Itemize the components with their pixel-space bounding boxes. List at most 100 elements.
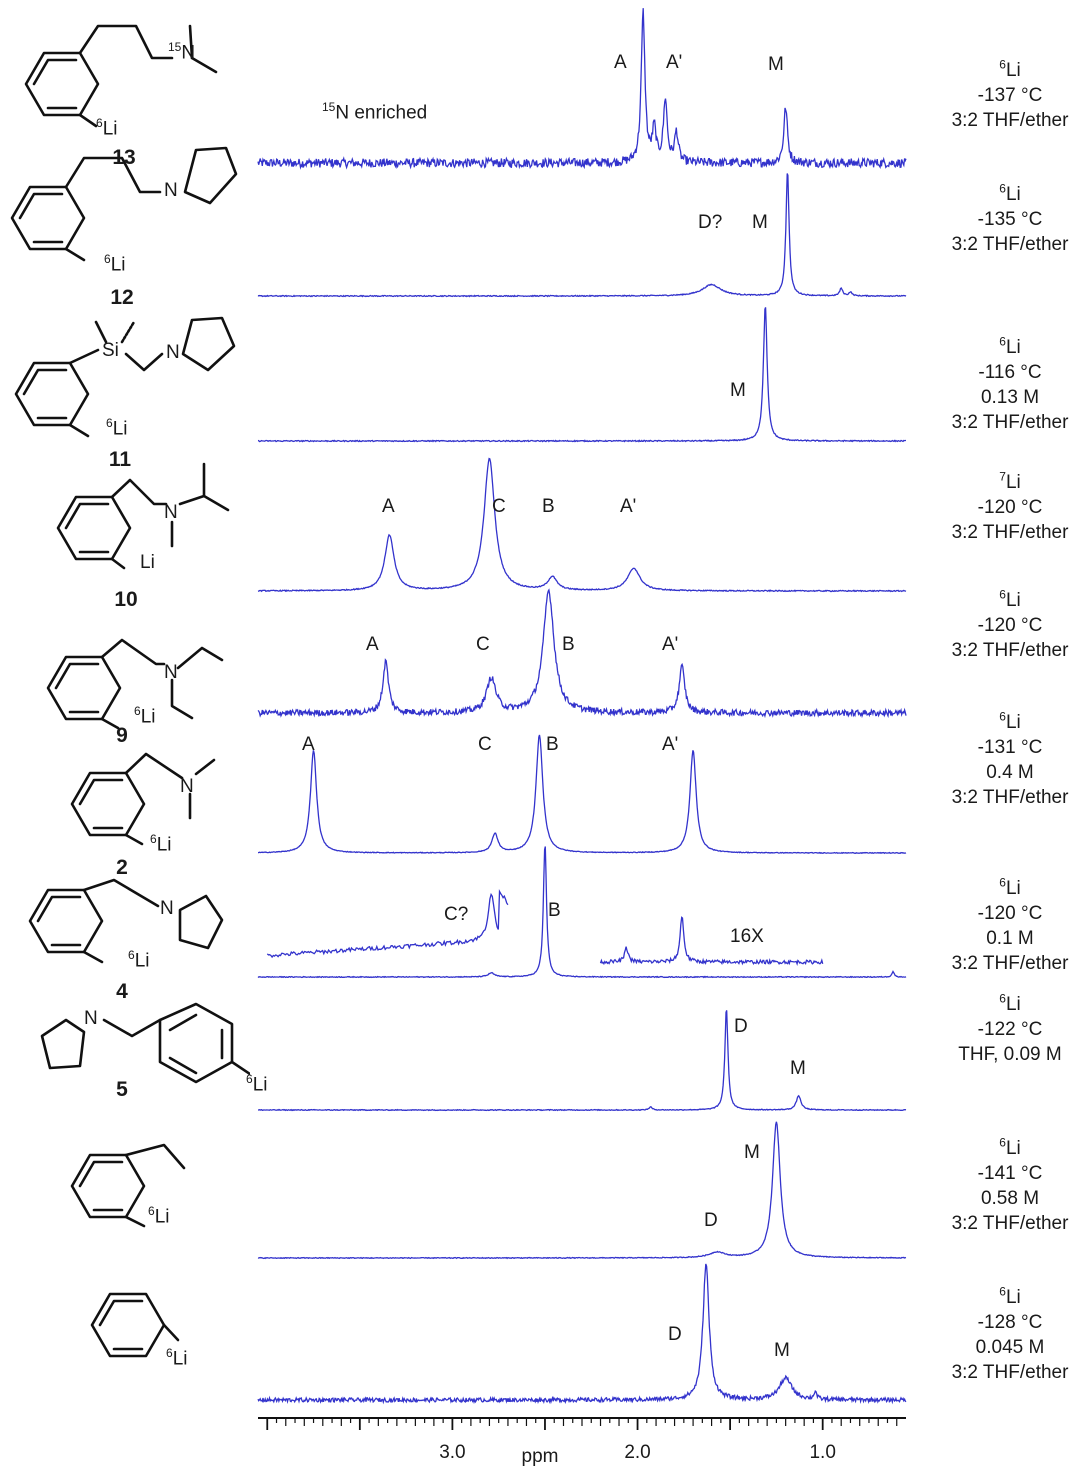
- inset-peak-label: C?: [444, 904, 468, 925]
- n15-enriched-annotation: 15N enriched: [322, 100, 428, 124]
- condition-line: 3:2 THF/ether: [951, 234, 1069, 255]
- peak-label: C: [478, 734, 492, 755]
- li-label-13: 6Li: [96, 116, 118, 140]
- condition-line: 0.4 M: [986, 762, 1034, 783]
- li-label-9: 6Li: [134, 704, 156, 728]
- peak-label: D?: [698, 212, 722, 233]
- condition-line: -120 °C: [977, 615, 1043, 636]
- spectrum-trace-4: [257, 846, 907, 979]
- condition-line: -128 °C: [977, 1312, 1043, 1333]
- isotope-label: 6Li: [999, 587, 1021, 611]
- spectrum-trace-5: [258, 1010, 907, 1112]
- structure-11: [14, 316, 236, 438]
- condition-line: 0.58 M: [980, 1188, 1040, 1209]
- x-axis-label: ppm: [522, 1446, 559, 1466]
- condition-line: -131 °C: [977, 737, 1043, 758]
- peak-label: M: [744, 1142, 760, 1163]
- condition-line: 3:2 THF/ether: [951, 1213, 1069, 1234]
- conditions-block: 7Li -120 °C 3:2 THF/ether: [935, 470, 1080, 545]
- peak-label: M: [730, 380, 746, 401]
- spectrum-trace-row8: [257, 1121, 907, 1260]
- inset-trace-left: [266, 888, 509, 959]
- ppm-axis: 3.0 2.0 1.0 ppm: [258, 1417, 906, 1466]
- li-label-ethyl: 6Li: [148, 1204, 170, 1228]
- peak-label: C: [476, 634, 490, 655]
- silicon-label-11: Si: [102, 340, 119, 361]
- peak-label: D: [704, 1210, 718, 1231]
- isotope-label: 6Li: [999, 181, 1021, 205]
- spectrum-trace-9: [257, 588, 907, 719]
- compound-5-label: 5: [116, 1078, 128, 1101]
- peak-label: B: [542, 496, 555, 517]
- peak-label: B: [546, 734, 559, 755]
- li-label-4: 6Li: [128, 948, 150, 972]
- li-label-2: 6Li: [150, 832, 172, 856]
- structure-12: [10, 146, 238, 262]
- isotope-label: 6Li: [999, 991, 1021, 1015]
- condition-line: -116 °C: [978, 362, 1042, 383]
- peak-label: M: [790, 1058, 806, 1079]
- nitrogen-15-label: 15N: [168, 40, 196, 64]
- spectrum-trace-row9: [257, 1263, 907, 1405]
- isotope-label: 6Li: [999, 334, 1021, 358]
- peak-label: A: [366, 634, 379, 655]
- x-tick-label: 2.0: [624, 1442, 650, 1463]
- structure-13: [24, 24, 218, 128]
- structure-9: [46, 638, 224, 730]
- condition-line: -120 °C: [977, 497, 1043, 518]
- nitrogen-label-11: N: [166, 342, 180, 363]
- peak-label: D: [668, 1324, 682, 1345]
- inset-trace-right: [599, 916, 824, 967]
- nitrogen-label-2: N: [180, 776, 194, 797]
- compound-2-label: 2: [116, 856, 128, 879]
- li-label-11: 6Li: [106, 416, 128, 440]
- li-label-5: 6Li: [246, 1072, 268, 1096]
- compound-9-label: 9: [116, 724, 128, 747]
- peak-label: A: [382, 496, 395, 517]
- peak-label: C: [492, 496, 506, 517]
- peak-label: A': [620, 496, 636, 517]
- x-tick-label: 3.0: [439, 1442, 465, 1463]
- compound-10-label: 10: [114, 588, 138, 611]
- nitrogen-label-5: N: [84, 1008, 98, 1029]
- compound-13-label: 13: [112, 146, 136, 169]
- peak-label: M: [774, 1340, 790, 1361]
- structure-5: [40, 1002, 250, 1084]
- condition-line: 3:2 THF/ether: [951, 522, 1069, 543]
- structure-phenyllithium: [90, 1292, 180, 1358]
- spectrum-trace-13: [257, 8, 907, 170]
- peak-label: A': [662, 734, 678, 755]
- nitrogen-label-12: N: [164, 180, 178, 201]
- condition-line: 3:2 THF/ether: [951, 787, 1069, 808]
- peak-label: M: [768, 54, 784, 75]
- peak-label: A': [666, 52, 682, 73]
- inset-magnification-label: 16X: [730, 926, 764, 947]
- compound-12-label: 12: [110, 286, 134, 309]
- condition-line: -141 °C: [977, 1163, 1043, 1184]
- x-tick-label: 1.0: [809, 1442, 835, 1463]
- condition-line: THF, 0.09 M: [958, 1044, 1062, 1065]
- peak-label: M: [752, 212, 768, 233]
- conditions-block: 6Li -122 °C THF, 0.09 M: [935, 992, 1080, 1067]
- spectrum-trace-2: [258, 734, 907, 855]
- condition-line: 3:2 THF/ether: [951, 1362, 1069, 1383]
- condition-line: 0.1 M: [986, 928, 1034, 949]
- condition-line: -122 °C: [977, 1019, 1043, 1040]
- condition-line: -137 °C: [977, 85, 1043, 106]
- compound-11-label: 11: [108, 448, 132, 471]
- peak-label: A: [302, 734, 315, 755]
- isotope-label: 6Li: [999, 875, 1021, 899]
- condition-line: 3:2 THF/ether: [951, 953, 1069, 974]
- structures-layer: [10, 24, 250, 1358]
- isotope-label: 7Li: [999, 469, 1021, 493]
- condition-line: 0.13 M: [980, 387, 1040, 408]
- structure-10: [56, 462, 230, 570]
